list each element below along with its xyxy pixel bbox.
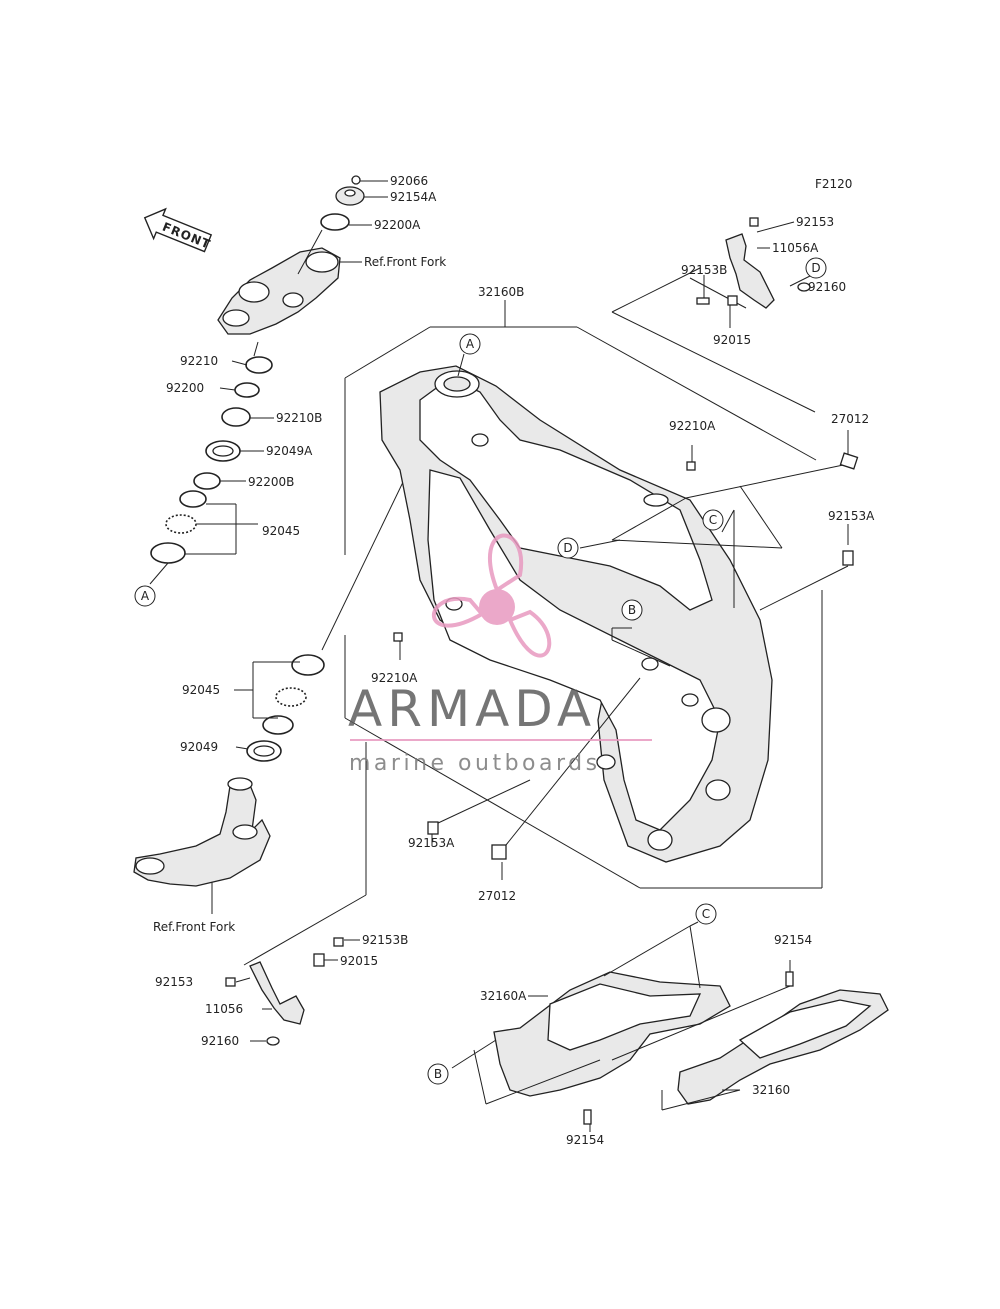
label-92153-top: 92153 bbox=[796, 215, 834, 229]
figure-code: F2120 bbox=[815, 177, 852, 191]
steering-stem-parts bbox=[133, 175, 365, 887]
label-ref-front-fork-top: Ref.Front Fork bbox=[364, 255, 446, 269]
main-frame bbox=[379, 365, 773, 863]
label-92066: 92066 bbox=[390, 174, 428, 188]
label-92160-bottom: 92160 bbox=[201, 1034, 239, 1048]
watermark: ARMADA marine outboards bbox=[348, 533, 652, 776]
callout-c-frame: C bbox=[702, 509, 724, 531]
callout-c-rear: C bbox=[689, 903, 717, 927]
callout-d-frame: D bbox=[557, 537, 579, 559]
svg-text:D: D bbox=[811, 261, 820, 275]
svg-text:A: A bbox=[141, 589, 150, 603]
label-92210: 92210 bbox=[180, 354, 218, 368]
frame-fasteners bbox=[393, 452, 859, 860]
label-92049a: 92049A bbox=[266, 444, 313, 458]
label-92049: 92049 bbox=[180, 740, 218, 754]
label-92153a-right: 92153A bbox=[828, 509, 875, 523]
callout-b-frame: B bbox=[621, 599, 643, 621]
front-arrow-icon: FRONT bbox=[143, 207, 213, 253]
label-92153a-bottom: 92153A bbox=[408, 836, 455, 850]
watermark-tagline: marine outboards bbox=[349, 751, 601, 776]
label-92153-bottom: 92153 bbox=[155, 975, 193, 989]
callout-a-top: A bbox=[457, 333, 481, 377]
label-92210b: 92210B bbox=[276, 411, 322, 425]
leader-lines-frame bbox=[243, 221, 849, 966]
svg-text:C: C bbox=[702, 907, 710, 921]
rear-subframes bbox=[451, 925, 889, 1132]
label-32160a: 32160A bbox=[480, 989, 527, 1003]
label-32160: 32160 bbox=[752, 1083, 790, 1097]
label-92200b: 92200B bbox=[248, 475, 294, 489]
label-92154-bottom: 92154 bbox=[566, 1133, 604, 1147]
part-labels: 92066 92154A 92200A Ref.Front Fork 92210… bbox=[153, 174, 875, 1147]
upper-triple-clamp bbox=[217, 247, 341, 335]
bracket-11056a bbox=[696, 217, 811, 309]
label-92045-top: 92045 bbox=[262, 524, 300, 538]
leader-lines-left bbox=[149, 180, 405, 914]
label-92210a-right: 92210A bbox=[669, 419, 716, 433]
label-32160b: 32160B bbox=[478, 285, 524, 299]
label-92015-bottom: 92015 bbox=[340, 954, 378, 968]
label-92153b-top: 92153B bbox=[681, 263, 727, 277]
label-92045-bottom: 92045 bbox=[182, 683, 220, 697]
label-92160-top: 92160 bbox=[808, 280, 846, 294]
svg-text:B: B bbox=[434, 1067, 442, 1081]
callout-d-top: D bbox=[789, 257, 827, 287]
label-27012-bottom: 27012 bbox=[478, 889, 516, 903]
bracket-11056 bbox=[225, 937, 360, 1046]
svg-text:D: D bbox=[563, 541, 572, 555]
label-11056: 11056 bbox=[205, 1002, 243, 1016]
svg-text:B: B bbox=[628, 603, 636, 617]
lower-triple-clamp bbox=[133, 779, 271, 887]
label-92154-top: 92154 bbox=[774, 933, 812, 947]
callout-b-rear: B bbox=[427, 1063, 449, 1085]
label-92153b-bottom: 92153B bbox=[362, 933, 408, 947]
label-92210a-left: 92210A bbox=[371, 671, 418, 685]
callout-a-left: A bbox=[134, 585, 156, 607]
propeller-logo-icon bbox=[432, 533, 552, 658]
watermark-brand: ARMADA bbox=[348, 680, 596, 738]
label-27012-right: 27012 bbox=[831, 412, 869, 426]
label-ref-front-fork-bottom: Ref.Front Fork bbox=[153, 920, 235, 934]
label-11056a: 11056A bbox=[772, 241, 819, 255]
label-92154a: 92154A bbox=[390, 190, 437, 204]
svg-text:C: C bbox=[709, 513, 717, 527]
label-92200: 92200 bbox=[166, 381, 204, 395]
svg-text:A: A bbox=[466, 337, 475, 351]
label-92015-top: 92015 bbox=[713, 333, 751, 347]
label-92200a: 92200A bbox=[374, 218, 421, 232]
